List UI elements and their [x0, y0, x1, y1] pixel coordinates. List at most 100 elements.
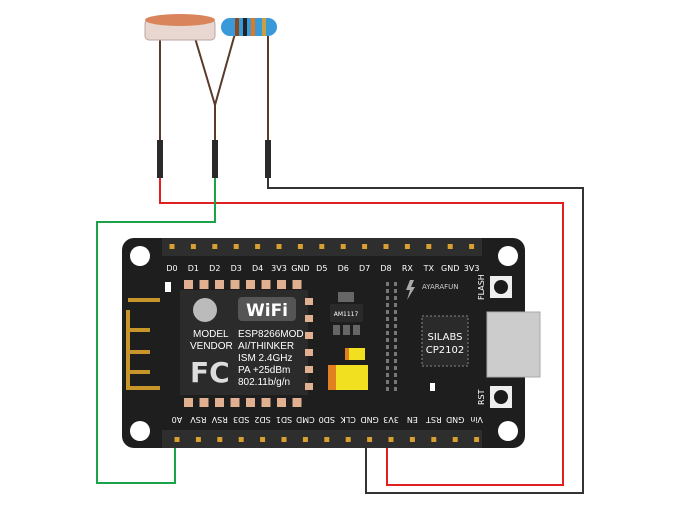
- pad: [246, 398, 255, 407]
- smd-pad: [386, 387, 389, 391]
- pad: [305, 315, 313, 322]
- pin-label: D3: [231, 264, 242, 273]
- pin-label: 3V3: [271, 264, 287, 273]
- pin-top[interactable]: [362, 244, 368, 249]
- module-vendor: VENDOR: [190, 341, 233, 352]
- pin-top[interactable]: [447, 244, 453, 249]
- pin-bottom[interactable]: [324, 437, 330, 442]
- pin-bottom[interactable]: [238, 437, 244, 442]
- pin-label: GND: [441, 264, 459, 273]
- pin-bottom[interactable]: [452, 437, 458, 442]
- pin-bottom[interactable]: [260, 437, 266, 442]
- pad: [230, 280, 240, 289]
- smd-pad: [394, 345, 397, 349]
- pin-bottom[interactable]: [431, 437, 437, 442]
- pin-bottom[interactable]: [217, 437, 223, 442]
- pad: [184, 280, 193, 289]
- pin-label: SD3: [233, 415, 249, 424]
- pad: [215, 398, 224, 407]
- pin-top[interactable]: [404, 244, 410, 249]
- smd-pad: [386, 303, 389, 307]
- smd-pad: [386, 373, 389, 377]
- module-text: ESP8266MOD: [238, 329, 304, 340]
- smd-pad: [386, 317, 389, 321]
- pin-label: 3V3: [383, 415, 399, 424]
- pin-label: RST: [426, 415, 442, 424]
- flash-button[interactable]: [494, 280, 508, 294]
- pin-label: EN: [407, 415, 418, 424]
- pin-label: Vin: [470, 415, 483, 424]
- pin-bottom[interactable]: [474, 437, 480, 442]
- pin-bottom[interactable]: [281, 437, 287, 442]
- pad: [292, 398, 302, 407]
- pin-label: CMD: [296, 415, 315, 424]
- pad: [246, 280, 255, 289]
- pin-label: SD1: [276, 415, 292, 424]
- pin-top[interactable]: [319, 244, 325, 249]
- pin-top[interactable]: [469, 244, 475, 249]
- regulator-label: AM1117: [334, 311, 359, 318]
- pin-label: TX: [423, 264, 435, 273]
- pad: [199, 280, 209, 289]
- pad: [292, 280, 302, 289]
- smd-pad: [386, 359, 389, 363]
- pin-label: GND: [291, 264, 309, 273]
- pad: [261, 398, 271, 407]
- pin-bottom[interactable]: [345, 437, 351, 442]
- smd-pad: [394, 352, 397, 356]
- pin-bottom[interactable]: [174, 437, 180, 442]
- smd-pad: [394, 282, 397, 286]
- pin-top[interactable]: [255, 244, 261, 249]
- pad: [277, 398, 286, 407]
- pin-top[interactable]: [383, 244, 389, 249]
- pin-label: RSV: [211, 415, 228, 424]
- pin-top[interactable]: [169, 244, 175, 249]
- nodemcu-board: WiFi MODEL VENDOR FC ESP8266MOD AI/THINK…: [122, 238, 541, 448]
- pin-label: D7: [359, 264, 370, 273]
- pin-label: D2: [209, 264, 220, 273]
- pin-label: D6: [338, 264, 349, 273]
- pin-label: D0: [166, 264, 177, 273]
- pin-top[interactable]: [233, 244, 239, 249]
- smd-pad: [394, 380, 397, 384]
- smd-pad: [386, 289, 389, 293]
- pin-label: D8: [380, 264, 391, 273]
- pad: [305, 366, 313, 373]
- pin-label: D5: [316, 264, 327, 273]
- pin-bottom[interactable]: [409, 437, 415, 442]
- black-wire: [267, 178, 584, 494]
- pin-top[interactable]: [426, 244, 432, 249]
- smd-pad: [386, 324, 389, 328]
- pin-label: CLK: [340, 415, 356, 424]
- smd-pad: [386, 338, 389, 342]
- pin-top[interactable]: [190, 244, 196, 249]
- pin-bottom[interactable]: [367, 437, 373, 442]
- pin-bottom[interactable]: [302, 437, 308, 442]
- smd-pad: [386, 296, 389, 300]
- rst-label: RST: [477, 389, 486, 405]
- smd-pad: [394, 366, 397, 370]
- rst-button[interactable]: [494, 390, 508, 404]
- pin-bottom[interactable]: [388, 437, 394, 442]
- pin-top[interactable]: [276, 244, 282, 249]
- smd-pad: [394, 324, 397, 328]
- pin-top[interactable]: [340, 244, 346, 249]
- pin-label: GND: [446, 415, 464, 424]
- pin-top[interactable]: [212, 244, 218, 249]
- smd-pad: [386, 380, 389, 384]
- smd-pad: [394, 338, 397, 342]
- pad: [305, 349, 313, 356]
- smd-pad: [394, 373, 397, 377]
- smd-pad: [386, 345, 389, 349]
- pad: [184, 398, 193, 407]
- module-model: MODEL: [193, 329, 229, 340]
- pin-bottom[interactable]: [195, 437, 201, 442]
- pad: [215, 280, 224, 289]
- smd-pad: [394, 331, 397, 335]
- smd-pad: [394, 289, 397, 293]
- red-wire: [159, 178, 564, 486]
- pin-top[interactable]: [297, 244, 303, 249]
- module-text: ISM 2.4GHz: [238, 353, 292, 364]
- photoresistor: [144, 14, 216, 41]
